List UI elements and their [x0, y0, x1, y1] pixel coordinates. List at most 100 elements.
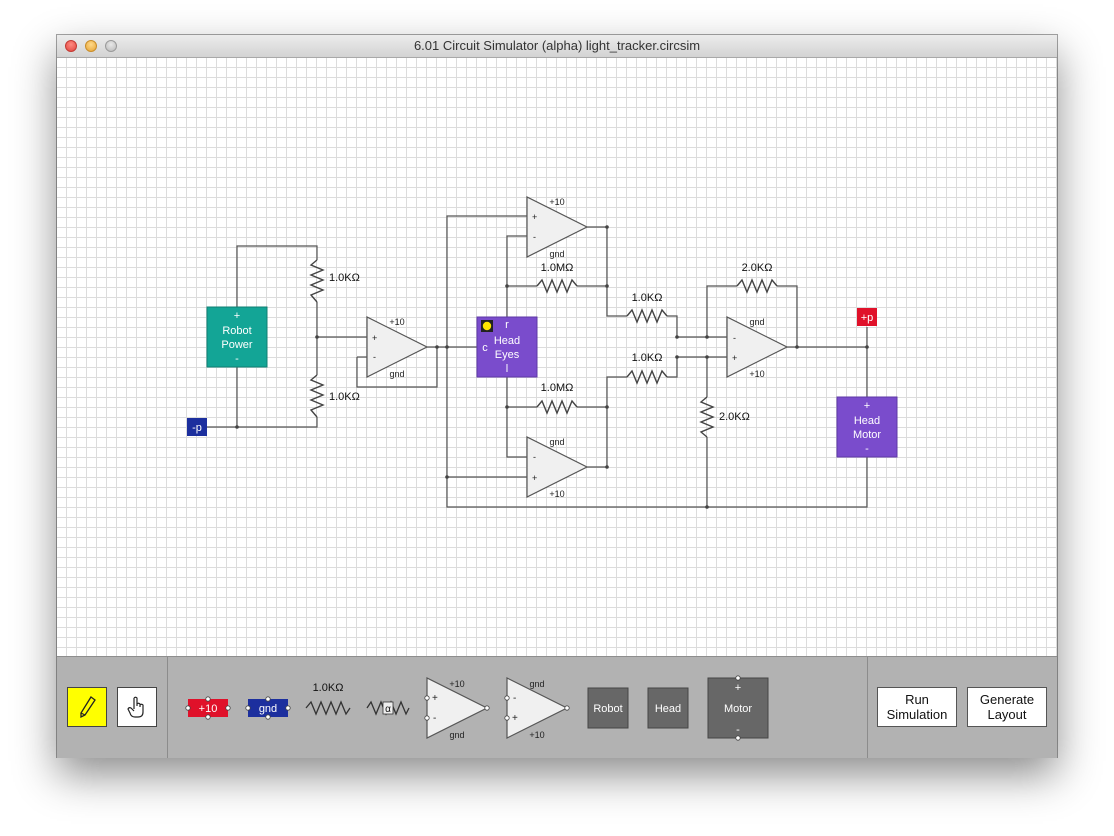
window-title: 6.01 Circuit Simulator (alpha) light_tra… [413, 38, 701, 53]
head-eyes-l: l [506, 363, 508, 375]
light-sensor-lamp [482, 321, 492, 331]
head-motor-minus: - [865, 443, 869, 455]
palette-components: +10 gnd 1.0KΩ α [185, 675, 769, 741]
svg-text:-: - [513, 693, 516, 704]
palette-divider [167, 657, 168, 758]
palette-opamp-plus-top[interactable]: +10 gnd + - [424, 677, 490, 740]
buffer-plus10: +10 [389, 317, 404, 327]
robot-power-plus: + [234, 310, 240, 322]
robot-power-block[interactable] [206, 306, 268, 368]
minimize-window-button[interactable] [85, 40, 97, 52]
resistor-r1 [309, 259, 325, 303]
run-simulation-button[interactable]: Run Simulation [877, 687, 957, 727]
top-plus10: +10 [549, 197, 564, 207]
opamp-diff[interactable] [726, 316, 789, 378]
palette-opamp2-bottom: +10 [529, 730, 544, 740]
bottom-gnd: gnd [549, 437, 564, 447]
opamp-top[interactable] [526, 196, 589, 258]
hand-pointer-icon [127, 696, 144, 718]
palette-opamp1-top: +10 [449, 679, 464, 689]
top-gnd: gnd [549, 249, 564, 259]
run-simulation-label-1: Run [905, 692, 929, 707]
opamp-buffer[interactable] [366, 316, 429, 378]
palette-gnd-label: gnd [259, 703, 277, 715]
pos-power-label: +p [861, 312, 874, 324]
resistor-r5 [626, 308, 668, 324]
bottom-minus: - [533, 452, 536, 462]
zoom-window-button[interactable] [105, 40, 117, 52]
run-simulation-label-2: Simulation [886, 707, 948, 722]
head-motor-block[interactable] [836, 396, 898, 458]
pencil-tool-button[interactable] [67, 687, 107, 727]
palette-head-label: Head [655, 703, 681, 715]
palette-motor-minus: - [736, 724, 740, 736]
palette-opamp2-top: gnd [529, 679, 544, 689]
r5-label: 1.0KΩ [632, 292, 663, 304]
circuit-diagram: + Robot Power - -p 1.0KΩ 1.0KΩ 1.0MΩ 1.0… [187, 196, 898, 509]
resistor-r7 [736, 278, 778, 294]
robot-power-label-2: Power [221, 339, 253, 351]
close-window-button[interactable] [65, 40, 77, 52]
generate-layout-label-1: Generate [979, 692, 1035, 707]
generate-layout-label-2: Layout [987, 707, 1027, 722]
palette-motor[interactable]: + Motor - [707, 675, 769, 741]
head-motor-label-2: Motor [853, 429, 881, 441]
palette-resistor-label: 1.0KΩ [313, 682, 344, 694]
palette-opamp-minus-top[interactable]: gnd +10 - + [504, 677, 570, 740]
opamp-bottom[interactable] [526, 436, 589, 498]
robot-power-label-1: Robot [222, 325, 251, 337]
head-eyes-r: r [505, 319, 509, 331]
head-eyes-label-1: Head [494, 335, 520, 347]
palette-resistor[interactable]: 1.0KΩ [305, 682, 351, 716]
palette-gnd-source[interactable]: gnd [245, 696, 291, 720]
neg-power-label: -p [192, 422, 202, 434]
bottom-plus: + [532, 473, 537, 483]
hand-tool-button[interactable] [117, 687, 157, 727]
title-bar: 6.01 Circuit Simulator (alpha) light_tra… [57, 35, 1057, 58]
buffer-plus: + [372, 333, 377, 343]
palette-pot-label: α [385, 704, 391, 715]
diff-plus10: +10 [749, 369, 764, 379]
bottom-plus10: +10 [549, 489, 564, 499]
svg-text:+: + [432, 693, 438, 704]
resistor-r8 [699, 396, 715, 438]
r6-label: 1.0KΩ [632, 352, 663, 364]
r3-label: 1.0MΩ [541, 262, 574, 274]
generate-layout-button[interactable]: Generate Layout [967, 687, 1047, 727]
buffer-minus: - [373, 352, 376, 362]
palette-potentiometer[interactable]: α [366, 700, 410, 716]
junction-dots [235, 225, 869, 509]
svg-text:+: + [512, 713, 518, 724]
r8-label: 2.0KΩ [719, 411, 750, 423]
diff-minus: - [733, 333, 736, 343]
buffer-gnd: gnd [389, 369, 404, 379]
r4-label: 1.0MΩ [541, 382, 574, 394]
palette-head-connector[interactable]: Head [647, 687, 689, 729]
top-minus: - [533, 232, 536, 242]
component-palette: +10 gnd 1.0KΩ α [57, 656, 1057, 758]
app-window: 6.01 Circuit Simulator (alpha) light_tra… [57, 35, 1057, 758]
head-motor-label-1: Head [854, 415, 880, 427]
head-motor-plus: + [864, 400, 870, 412]
head-eyes-label-2: Eyes [495, 349, 520, 361]
neg-power-terminal[interactable] [187, 418, 207, 436]
r2-label: 1.0KΩ [329, 391, 360, 403]
palette-motor-plus: + [735, 682, 741, 694]
head-eyes-c: c [482, 342, 488, 354]
diff-plus: + [732, 353, 737, 363]
palette-plus10-source[interactable]: +10 [185, 696, 231, 720]
pencil-icon [80, 696, 96, 719]
resistor-r6 [626, 369, 668, 385]
resistor-r2 [309, 374, 325, 418]
r7-label: 2.0KΩ [742, 262, 773, 274]
palette-plus10-label: +10 [199, 703, 218, 715]
palette-divider [867, 657, 868, 758]
svg-text:-: - [433, 713, 436, 724]
resistor-r3 [536, 278, 578, 294]
circuit-canvas[interactable]: + Robot Power - -p 1.0KΩ 1.0KΩ 1.0MΩ 1.0… [57, 58, 1057, 656]
pos-power-terminal[interactable] [857, 308, 877, 326]
palette-opamp1-bottom: gnd [449, 730, 464, 740]
palette-robot-connector[interactable]: Robot [587, 687, 629, 729]
resistors [309, 259, 778, 438]
palette-motor-label: Motor [724, 703, 752, 715]
